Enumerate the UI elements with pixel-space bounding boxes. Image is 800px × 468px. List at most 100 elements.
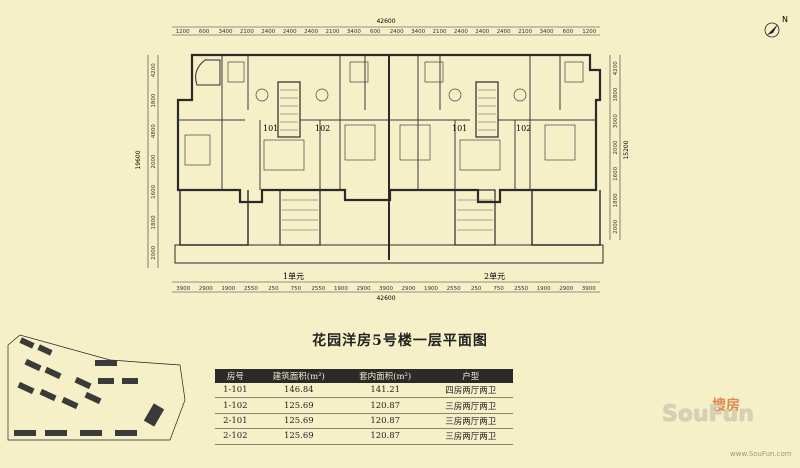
dimension-label: 4800 — [151, 124, 157, 138]
dimension-label: 2000 — [151, 245, 157, 259]
dimension-label: 600 — [199, 29, 210, 35]
bottom-total-dimension: 42600 — [376, 295, 395, 302]
dimension-label: 2000 — [613, 219, 619, 233]
dimension-label: 2000 — [151, 154, 157, 168]
dimension-label: 2550 — [311, 286, 325, 292]
dimension-label: 2900 — [402, 286, 416, 292]
table-row: 1-102 125.69 120.87 三房两厅两卫 — [215, 397, 513, 414]
dimension-label: 2900 — [356, 286, 370, 292]
top-total-dimension: 42600 — [376, 18, 395, 25]
dimension-label: 2550 — [514, 286, 528, 292]
table-cell: 125.69 — [255, 397, 343, 414]
dimension-label: 3900 — [379, 286, 393, 292]
watermark-url: www.SouFun.com — [730, 450, 792, 458]
dimension-label: 1900 — [221, 286, 235, 292]
stair-treads — [280, 89, 496, 231]
dimension-lines — [147, 26, 621, 293]
table-row: 2-101 125.69 120.87 三房两厅两卫 — [215, 413, 513, 430]
column-header: 户型 — [428, 369, 513, 383]
table-cell: 125.69 — [255, 428, 343, 445]
table-cell: 三房两厅两卫 — [428, 413, 513, 430]
dimension-label: 3000 — [613, 114, 619, 128]
table-row: 1-101 146.84 141.21 四房两厅两卫 — [215, 383, 513, 399]
dimension-label: 2900 — [199, 286, 213, 292]
dimension-label: 4200 — [613, 61, 619, 75]
plan-title: 花园洋房5号楼一层平面图 — [312, 333, 488, 349]
table-cell: 146.84 — [255, 383, 343, 399]
dimension-label: 1900 — [334, 286, 348, 292]
dimension-label: 1200 — [582, 29, 596, 35]
entrance-label: 1单元 — [283, 271, 304, 281]
dimension-label: 750 — [291, 286, 302, 292]
dimension-label: 600 — [370, 29, 381, 35]
dimension-label: 750 — [493, 286, 504, 292]
dimension-label: 1800 — [613, 193, 619, 207]
dimension-label: 3400 — [540, 29, 554, 35]
dimension-label: 250 — [268, 286, 279, 292]
dimension-label: 3900 — [582, 286, 596, 292]
dimension-label: 2100 — [240, 29, 254, 35]
dimension-label: 3400 — [347, 29, 361, 35]
site-key-plan — [7, 334, 186, 441]
table-cell: 2-101 — [215, 413, 256, 430]
column-header: 套内面积(m²) — [342, 369, 429, 383]
watermark-logo: SouFun — [662, 402, 754, 427]
furniture — [184, 61, 584, 171]
building-walls — [174, 53, 604, 264]
dimension-label: 2100 — [326, 29, 340, 35]
dimension-label: 600 — [563, 29, 574, 35]
table-cell: 1-101 — [215, 383, 256, 399]
table-cell: 三房两厅两卫 — [428, 428, 513, 445]
right-total-dimension: 15200 — [623, 140, 630, 159]
unit-label: 102 — [315, 124, 330, 133]
dimension-label: 1800 — [613, 87, 619, 101]
interior-walls — [178, 55, 596, 190]
unit-area-table: 房号 建筑面积(m²) 套内面积(m²) 户型 1-101 146.84 141… — [215, 369, 513, 445]
dimension-label: 2400 — [304, 29, 318, 35]
dimension-label: 2100 — [433, 29, 447, 35]
north-label: N — [782, 15, 788, 24]
dimension-label: 3900 — [176, 286, 190, 292]
table-header-row: 房号 建筑面积(m²) 套内面积(m²) 户型 — [215, 369, 513, 383]
dimension-label: 2400 — [475, 29, 489, 35]
dimension-label: 3400 — [219, 29, 233, 35]
dimension-label: 4200 — [151, 63, 157, 77]
dimension-label: 1900 — [424, 286, 438, 292]
table-cell: 120.87 — [342, 397, 429, 414]
table-cell: 120.87 — [342, 413, 429, 430]
unit-label: 101 — [452, 124, 467, 133]
dimension-label: 2550 — [244, 286, 258, 292]
unit-label: 102 — [516, 124, 531, 133]
table-cell: 1-102 — [215, 397, 256, 414]
column-header: 建筑面积(m²) — [255, 369, 343, 383]
dimension-label: 2400 — [261, 29, 275, 35]
table-cell: 三房两厅两卫 — [428, 397, 513, 414]
dimension-label: 1600 — [613, 166, 619, 180]
table-cell: 120.87 — [342, 428, 429, 445]
table-cell: 四房两厅两卫 — [428, 383, 513, 399]
left-total-dimension: 19600 — [135, 150, 142, 169]
entrance-label: 2单元 — [484, 271, 505, 281]
dimension-label: 2400 — [390, 29, 404, 35]
table-row: 2-102 125.69 120.87 三房两厅两卫 — [215, 428, 513, 445]
dimension-label: 1900 — [537, 286, 551, 292]
dimension-label: 1800 — [151, 93, 157, 107]
dimension-label: 1200 — [176, 29, 190, 35]
dimension-label: 2550 — [447, 286, 461, 292]
table-cell: 141.21 — [342, 383, 429, 399]
unit-label: 101 — [263, 124, 278, 133]
dimension-label: 2400 — [283, 29, 297, 35]
dimension-label: 2400 — [454, 29, 468, 35]
north-arrow-icon — [764, 22, 780, 38]
dimension-label: 1600 — [151, 184, 157, 198]
dimension-label: 2000 — [613, 140, 619, 154]
dimension-label: 250 — [471, 286, 482, 292]
column-header: 房号 — [215, 369, 256, 383]
table-cell: 125.69 — [255, 413, 343, 430]
dimension-label: 2100 — [518, 29, 532, 35]
table-cell: 2-102 — [215, 428, 256, 445]
watermark-cn: 搜房 — [712, 398, 740, 414]
dimension-label: 1800 — [151, 215, 157, 229]
dimension-label: 3400 — [411, 29, 425, 35]
